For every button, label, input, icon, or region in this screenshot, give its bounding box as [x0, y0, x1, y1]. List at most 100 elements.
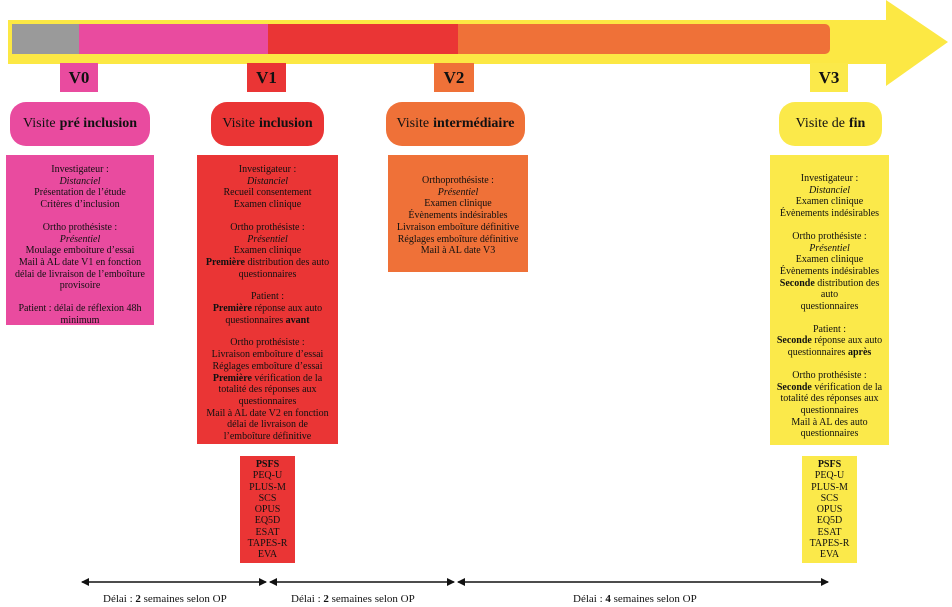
task-line: minimum [60, 314, 100, 326]
task-line: Première distribution des auto [205, 256, 330, 268]
questionnaire-item: PSFS [817, 459, 842, 470]
visit-name-prefix: Visite [222, 116, 255, 131]
task-line: Recueil consentement [223, 187, 312, 199]
questionnaire-item: ESAT [817, 526, 842, 538]
v3-block-prosthetist: Ortho prothésiste : Présentiel Examen cl… [770, 231, 889, 313]
v3-details-box: Investigateur : Distanciel Examen cliniq… [770, 155, 889, 445]
visit-label-v0: V0 [60, 63, 98, 92]
mode-label: Présentiel [59, 233, 101, 245]
task-line: Présentation de l’étude [34, 187, 126, 199]
task-line: Moulage emboiture d’essai [25, 245, 135, 257]
visit-name-bold: pré inclusion [59, 116, 137, 131]
v3-block-investigator: Investigateur : Distanciel Examen cliniq… [770, 173, 889, 220]
task-line: totalité des réponses aux [780, 393, 879, 405]
questionnaire-item: SCS [258, 492, 277, 504]
v0-block-investigator: Investigateur : Distanciel Présentation … [6, 164, 154, 211]
task-line: questionnaires [800, 301, 859, 313]
role-heading: Ortho prothésiste : [230, 221, 305, 233]
v1-block-prosthetist-2: Ortho prothésiste : Livraison emboîture … [197, 337, 338, 442]
task-line: Livraison emboîture d’essai [211, 349, 324, 361]
visit-label-v2: V2 [434, 63, 474, 92]
role-heading: Investigateur : [51, 164, 109, 175]
task-line: Mail à AL des auto [791, 416, 868, 428]
role-heading: Ortho prothésiste : [792, 369, 867, 381]
task-line: Évènements indésirables [779, 208, 880, 220]
questionnaire-item: EQ5D [816, 515, 843, 527]
task-line: Réglages emboîture d’essai [212, 360, 323, 372]
task-line: Première vérification de la [212, 372, 323, 384]
questionnaires-v3: PSFS PEQ-U PLUS-M SCS OPUS EQ5D ESAT TAP… [802, 456, 857, 563]
v3-block-prosthetist-2: Ortho prothésiste : Seconde vérification… [770, 370, 889, 440]
task-line: Patient : délai de réflexion 48h [18, 303, 142, 315]
task-line: Livraison emboîture définitive [396, 221, 520, 233]
v1-block-patient: Patient : Première réponse aux auto ques… [197, 291, 338, 326]
task-line: Seconde vérification de la [776, 381, 883, 393]
visit-name-bold: intermédiaire [433, 116, 515, 131]
task-line: provisoire [59, 280, 101, 292]
questionnaire-item: PEQ-U [252, 470, 283, 482]
v0-block-patient: Patient : délai de réflexion 48h minimum [6, 303, 154, 326]
mode-label: Distanciel [59, 175, 101, 187]
task-line: Réglages emboîture définitive [397, 233, 519, 245]
role-heading: Ortho prothésiste : [42, 221, 118, 233]
questionnaire-item: EQ5D [254, 515, 281, 527]
questionnaire-item: TAPES-R [247, 538, 288, 550]
questionnaire-item: PLUS-M [811, 481, 848, 493]
questionnaire-item: OPUS [254, 504, 281, 516]
v3-block-patient: Patient : Seconde réponse aux auto quest… [770, 324, 889, 359]
task-line: questionnaires [800, 428, 859, 440]
timeline-segment-v1 [268, 24, 458, 54]
visit-name-prefix: Visite de [795, 116, 845, 131]
questionnaire-item: PSFS [255, 459, 280, 470]
role-heading: Patient : [250, 291, 285, 303]
mode-label: Distanciel [808, 184, 851, 196]
mode-label: Distanciel [246, 175, 289, 187]
task-line: Examen clinique [424, 198, 492, 210]
questionnaire-item: TAPES-R [809, 538, 850, 550]
task-line: questionnaires avant [225, 314, 310, 326]
task-line: Examen clinique [795, 196, 864, 208]
role-heading: Investigateur : [238, 164, 297, 175]
questionnaire-item: EVA [819, 549, 840, 561]
role-heading: Ortho prothésiste : [230, 337, 305, 349]
questionnaire-item: ESAT [255, 526, 280, 538]
timeline-segment-v2 [458, 24, 830, 54]
v2-block-prosthetist: Orthoprothésiste : Présentiel Examen cli… [388, 175, 528, 257]
visit-label-v3: V3 [810, 63, 848, 92]
task-line: Examen clinique [233, 199, 302, 211]
task-line: Évènements indésirables [408, 210, 508, 222]
delay-label-2: Délai : 2 semaines selon OP [291, 593, 415, 605]
task-line: délai de livraison de l’emboîture [15, 268, 145, 280]
task-line: Examen clinique [795, 254, 864, 266]
task-line: questionnaires [800, 404, 859, 416]
mode-label: Présentiel [809, 242, 850, 254]
delay-label-1: Délai : 2 semaines selon OP [103, 593, 227, 605]
v2-details-box: Orthoprothésiste : Présentiel Examen cli… [388, 155, 528, 272]
task-line: Mail à AL date V3 [420, 245, 496, 257]
task-line: questionnaires [238, 268, 297, 280]
delay-label-3: Délai : 4 semaines selon OP [573, 593, 697, 605]
v1-block-investigator: Investigateur : Distanciel Recueil conse… [197, 164, 338, 211]
task-line: délai de livraison de [227, 419, 308, 431]
delay-arrows [81, 578, 829, 586]
v1-details-box: Investigateur : Distanciel Recueil conse… [197, 155, 338, 444]
task-line: Examen clinique [233, 245, 302, 257]
visit-name-prefix: Visite [396, 116, 430, 131]
questionnaire-item: SCS [820, 492, 839, 504]
role-heading: Investigateur : [800, 173, 859, 184]
task-line: l’emboîture définitive [223, 431, 312, 443]
task-line: Évènements indésirables [779, 265, 880, 277]
visit-name-bold: inclusion [258, 116, 313, 131]
questionnaires-v1: PSFS PEQ-U PLUS-M SCS OPUS EQ5D ESAT TAP… [240, 456, 295, 563]
visit-name-prefix: Visite [22, 116, 56, 131]
questionnaire-item: EVA [257, 549, 278, 561]
v0-details-box: Investigateur : Distanciel Présentation … [6, 155, 154, 326]
questionnaire-item: PLUS-M [249, 481, 286, 493]
task-line: Critères d’inclusion [40, 199, 120, 211]
task-line: Seconde réponse aux auto [776, 335, 883, 347]
task-line: questionnaires [238, 395, 297, 407]
task-line: totalité des réponses aux [218, 384, 317, 396]
